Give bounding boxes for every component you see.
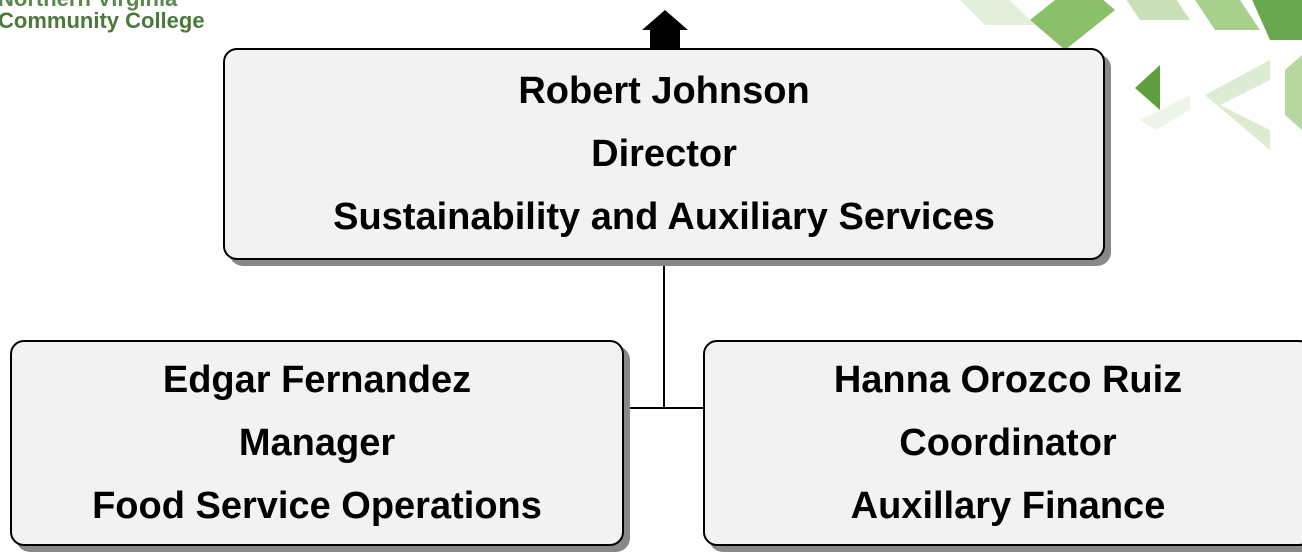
director-title: Director: [591, 132, 737, 175]
org-box-director: Robert Johnson Director Sustainability a…: [223, 48, 1105, 260]
decorative-chevrons-graphic: [960, 0, 1302, 150]
director-name: Robert Johnson: [518, 69, 810, 112]
org-box-manager: Edgar Fernandez Manager Food Service Ope…: [10, 340, 624, 546]
manager-department: Food Service Operations: [92, 484, 542, 527]
logo-line2: Community College: [0, 8, 205, 33]
up-arrow-icon: [642, 10, 688, 48]
org-box-coordinator: Hanna Orozco Ruiz Coordinator Auxillary …: [703, 340, 1302, 546]
manager-name: Edgar Fernandez: [162, 358, 472, 401]
director-department: Sustainability and Auxiliary Services: [333, 195, 995, 238]
coordinator-name: Hanna Orozco Ruiz: [833, 358, 1183, 401]
logo-line1: Northern Virginia: [0, 0, 177, 10]
coordinator-department: Auxillary Finance: [850, 484, 1166, 527]
manager-title: Manager: [238, 421, 396, 464]
coordinator-title: Coordinator: [899, 421, 1117, 464]
